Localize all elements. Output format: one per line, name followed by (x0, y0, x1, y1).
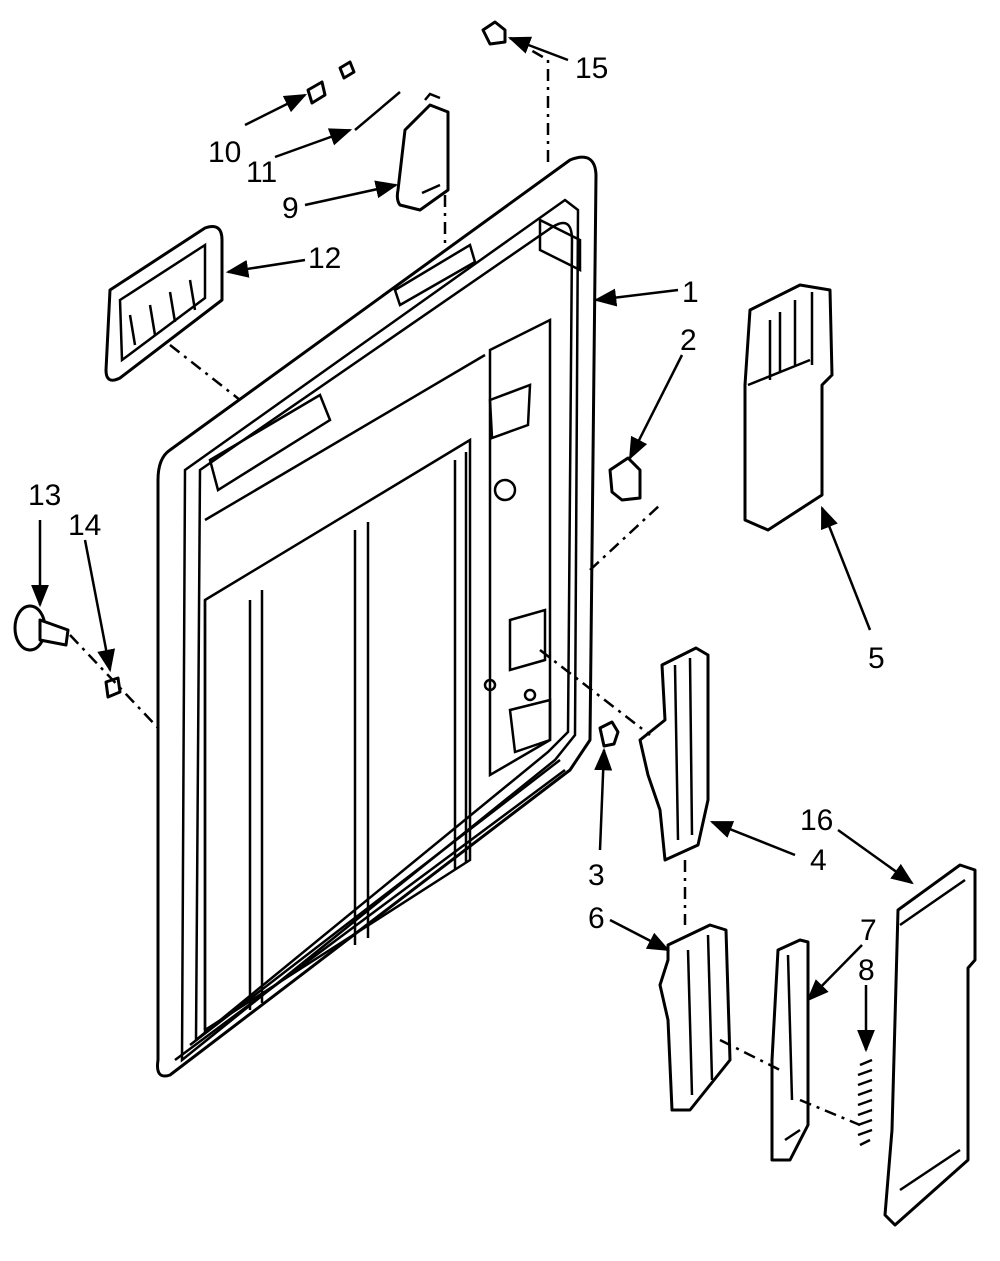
callout-labels: 1 2 3 4 5 6 7 8 9 10 11 12 13 14 15 16 (28, 52, 885, 987)
cover-plate-part (395, 92, 450, 212)
screw-part-15 (481, 20, 507, 46)
callout-8: 8 (858, 954, 875, 987)
handle-bracket-part (104, 225, 224, 382)
pin-part (354, 91, 401, 131)
inner-door-panel (156, 155, 598, 1078)
lower-latch-part (658, 923, 732, 1112)
callout-4: 4 (810, 844, 827, 877)
side-panel-part (883, 863, 977, 1227)
callout-7: 7 (860, 914, 877, 947)
spring-part (857, 1058, 873, 1147)
assembly-lines (69, 36, 861, 1127)
roller-part (13, 604, 70, 652)
washer-part (104, 676, 122, 699)
callout-15: 15 (575, 52, 608, 85)
leader-arrows (31, 36, 914, 1053)
nut-part (598, 720, 620, 748)
callout-1: 1 (682, 276, 699, 309)
upper-latch-part (638, 646, 710, 862)
dispenser-housing-part (743, 283, 834, 532)
clip-part (306, 60, 356, 105)
callout-2: 2 (680, 324, 697, 357)
callout-12: 12 (308, 242, 341, 275)
callout-10: 10 (208, 136, 241, 169)
callout-11: 11 (246, 156, 277, 189)
screw-part-2 (608, 456, 642, 502)
callout-16: 16 (800, 804, 833, 837)
callout-6: 6 (588, 902, 605, 935)
callout-5: 5 (868, 642, 885, 675)
latch-plate-part (770, 938, 810, 1162)
callout-3: 3 (588, 859, 605, 892)
callout-14: 14 (68, 509, 101, 542)
callout-9: 9 (282, 192, 299, 225)
callout-13: 13 (28, 479, 61, 512)
